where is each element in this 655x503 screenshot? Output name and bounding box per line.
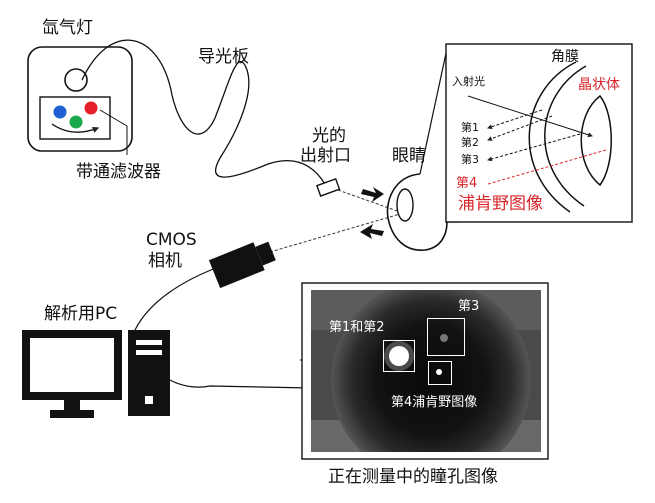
- reflect-4: [487, 149, 607, 185]
- bandpass-filter-label: 带通滤波器: [76, 162, 161, 182]
- green-filter: [69, 115, 83, 129]
- arrow-to-eye: [361, 187, 384, 202]
- lens-label: 晶状体: [578, 77, 620, 93]
- monitor-screen: [30, 338, 114, 392]
- purkinje-4-spot: [436, 369, 442, 375]
- illumination-beam: [337, 189, 401, 213]
- zoom-box: [445, 43, 633, 223]
- filter-leader: [99, 109, 128, 155]
- camera-cable: [134, 267, 217, 331]
- purkinje-4-box: [428, 361, 452, 385]
- blue-filter: [53, 105, 67, 119]
- zoom-line-top: [419, 43, 449, 175]
- light-guide-label: 导光板: [198, 47, 249, 67]
- purkinje-caption: 浦肯野图像: [458, 194, 543, 214]
- zoom-content: [467, 61, 612, 213]
- pupil-photo: [311, 290, 541, 452]
- red-filter: [84, 101, 98, 115]
- purkinje-3-box: [427, 318, 465, 356]
- cmos-camera-icon: [208, 241, 276, 289]
- pc-label: 解析用PC: [44, 304, 118, 324]
- incident-light-label: 入射光: [452, 75, 485, 88]
- light-exit-port: [315, 177, 341, 197]
- lamp-bulb-icon: [64, 68, 88, 92]
- camera-label-line2: 相机: [148, 251, 182, 271]
- light-exit-label-line1: 光的: [312, 126, 346, 146]
- photo-label-first-second: 第1和第2: [329, 320, 385, 335]
- cornea-label: 角膜: [551, 49, 579, 65]
- purkinje-4-label: 第4: [456, 176, 478, 191]
- purkinje-3-spot: [440, 334, 448, 342]
- purkinje-1-2-spot: [389, 346, 409, 366]
- light-exit-label-line2: 出射口: [300, 146, 351, 166]
- eye-illustration: [386, 43, 460, 251]
- lens-shape: [580, 94, 612, 187]
- reflect-2: [487, 115, 553, 141]
- rotation-arrow: [51, 123, 100, 133]
- monitor-base: [50, 410, 94, 418]
- pc-photo-leader: [169, 379, 312, 389]
- purkinje-1-label: 第1: [461, 121, 479, 134]
- pc-icon: [22, 330, 170, 418]
- reflect-3: [487, 133, 581, 162]
- xenon-lamp-unit: [27, 46, 133, 155]
- purkinje-3-label: 第3: [461, 153, 479, 166]
- cornea-curve-inner: [544, 65, 587, 207]
- pupil-photo-image: [311, 290, 541, 452]
- light-guide-cable: [81, 39, 326, 185]
- eye-globe: [386, 173, 448, 251]
- photo-label-fourth: 第4浦肯野图像: [391, 395, 478, 410]
- purkinje-1-2-box: [383, 340, 415, 372]
- camera-beam: [269, 213, 401, 253]
- photo-caption: 正在测量中的瞳孔图像: [328, 467, 498, 487]
- camera-label-line1: CMOS: [146, 230, 197, 250]
- photo-label-third: 第3: [458, 299, 480, 314]
- cornea-curve-outer: [528, 61, 577, 213]
- incident-ray: [467, 95, 593, 138]
- eye-cornea: [396, 188, 414, 222]
- reflect-1: [487, 109, 543, 130]
- arrow-from-eye: [360, 224, 384, 239]
- purkinje-2-label: 第2: [461, 136, 479, 149]
- eye-label: 眼睛: [392, 146, 426, 166]
- xenon-lamp-label: 氙气灯: [42, 18, 93, 38]
- monitor-neck: [64, 400, 80, 410]
